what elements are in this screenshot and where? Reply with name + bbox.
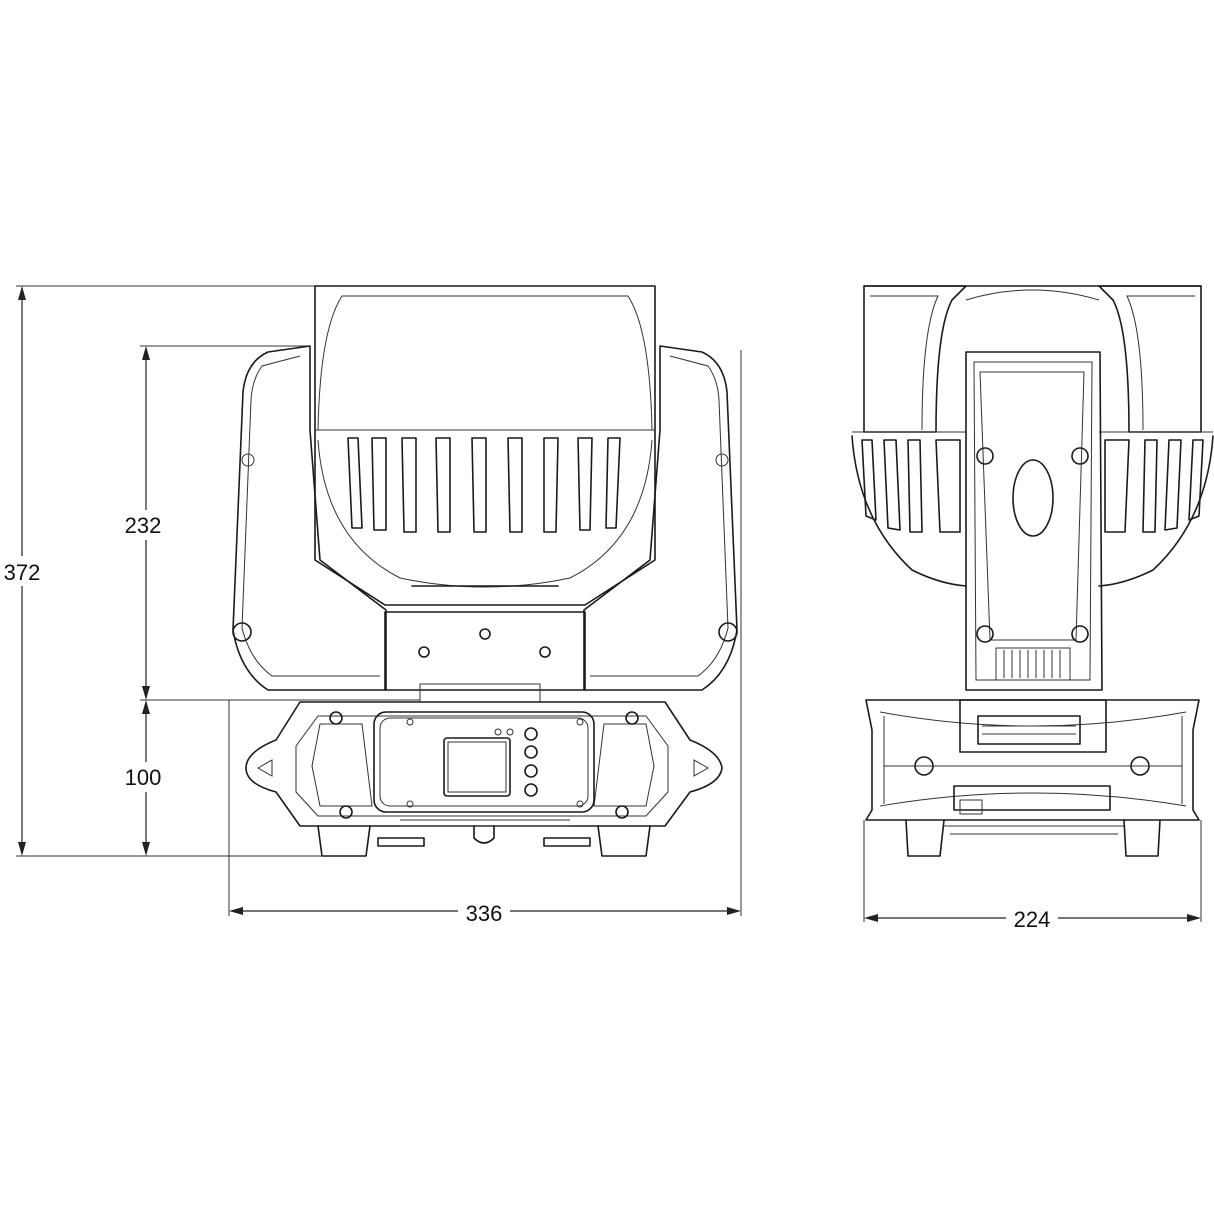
base-feet bbox=[317, 819, 651, 857]
control-button-4 bbox=[524, 783, 538, 797]
dimension-224-label: 224 bbox=[1014, 907, 1051, 932]
base-side bbox=[865, 699, 1200, 857]
moving-head bbox=[314, 285, 656, 606]
cooling-vents bbox=[347, 437, 621, 533]
dimension-232-label: 232 bbox=[125, 513, 162, 538]
dimension-336: 336 bbox=[228, 350, 742, 926]
yoke-side-arm bbox=[965, 351, 1103, 691]
dimension-372-label: 372 bbox=[4, 560, 41, 585]
front-view bbox=[232, 285, 738, 857]
yoke-bracket bbox=[384, 611, 586, 703]
yoke-left-arm bbox=[232, 345, 387, 691]
dimension-232: 232 bbox=[118, 345, 420, 701]
head-left-half bbox=[851, 285, 967, 587]
base-front bbox=[245, 701, 723, 857]
control-button-3 bbox=[524, 764, 538, 778]
dimension-336-label: 336 bbox=[466, 901, 503, 926]
side-arm-fins bbox=[995, 647, 1071, 681]
side-view bbox=[851, 285, 1214, 857]
lcd-screen bbox=[443, 737, 511, 797]
yoke-right-arm bbox=[583, 345, 738, 691]
head-right-half bbox=[1098, 285, 1214, 587]
dimension-224: 224 bbox=[863, 820, 1202, 932]
control-button-1 bbox=[524, 727, 538, 741]
control-button-2 bbox=[524, 745, 538, 759]
dimension-100: 100 bbox=[118, 700, 172, 856]
control-panel bbox=[373, 711, 595, 813]
side-feet bbox=[905, 819, 1161, 857]
dimension-100-label: 100 bbox=[125, 765, 162, 790]
dimension-372: 372 bbox=[0, 285, 330, 857]
